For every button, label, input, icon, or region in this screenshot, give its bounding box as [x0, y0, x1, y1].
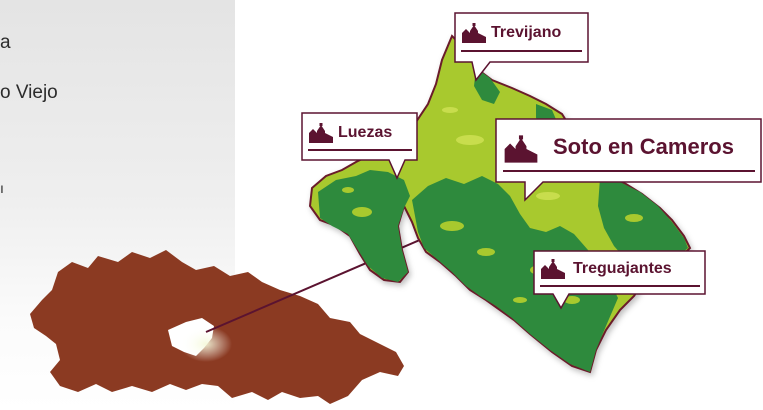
list-item[interactable]: a: [0, 32, 11, 53]
forest-north: [474, 68, 500, 104]
church-icon: [541, 259, 565, 279]
list-item-fragment: ı: [0, 180, 4, 196]
callout-box: [533, 250, 706, 310]
label-luezas: Luezas: [338, 124, 393, 141]
label-treguajantes: Treguajantes: [573, 260, 672, 277]
label-trevijano: Trevijano: [491, 24, 562, 41]
callout-box: [495, 118, 762, 202]
church-icon: [504, 135, 538, 163]
callout-soto-en-cameros[interactable]: Soto en Cameros: [495, 118, 763, 204]
label-soto-en-cameros: Soto en Cameros: [553, 134, 734, 159]
label-underline: [503, 170, 755, 172]
callout-luezas[interactable]: Luezas: [301, 112, 419, 182]
callout-box: [301, 112, 418, 180]
list-item[interactable]: o Viejo: [0, 82, 58, 103]
village-list: a o Viejo ı: [0, 0, 235, 230]
callout-trevijano[interactable]: Trevijano: [454, 12, 590, 84]
church-icon: [462, 23, 486, 43]
label-underline: [308, 149, 412, 151]
municipality-group: [308, 34, 692, 374]
label-underline: [540, 285, 700, 287]
forest-west: [318, 170, 410, 282]
callout-box: [454, 12, 589, 82]
church-icon: [309, 123, 333, 143]
callout-treguajantes[interactable]: Treguajantes: [533, 250, 707, 310]
highlight-glow: [180, 326, 232, 362]
label-underline: [461, 50, 582, 52]
